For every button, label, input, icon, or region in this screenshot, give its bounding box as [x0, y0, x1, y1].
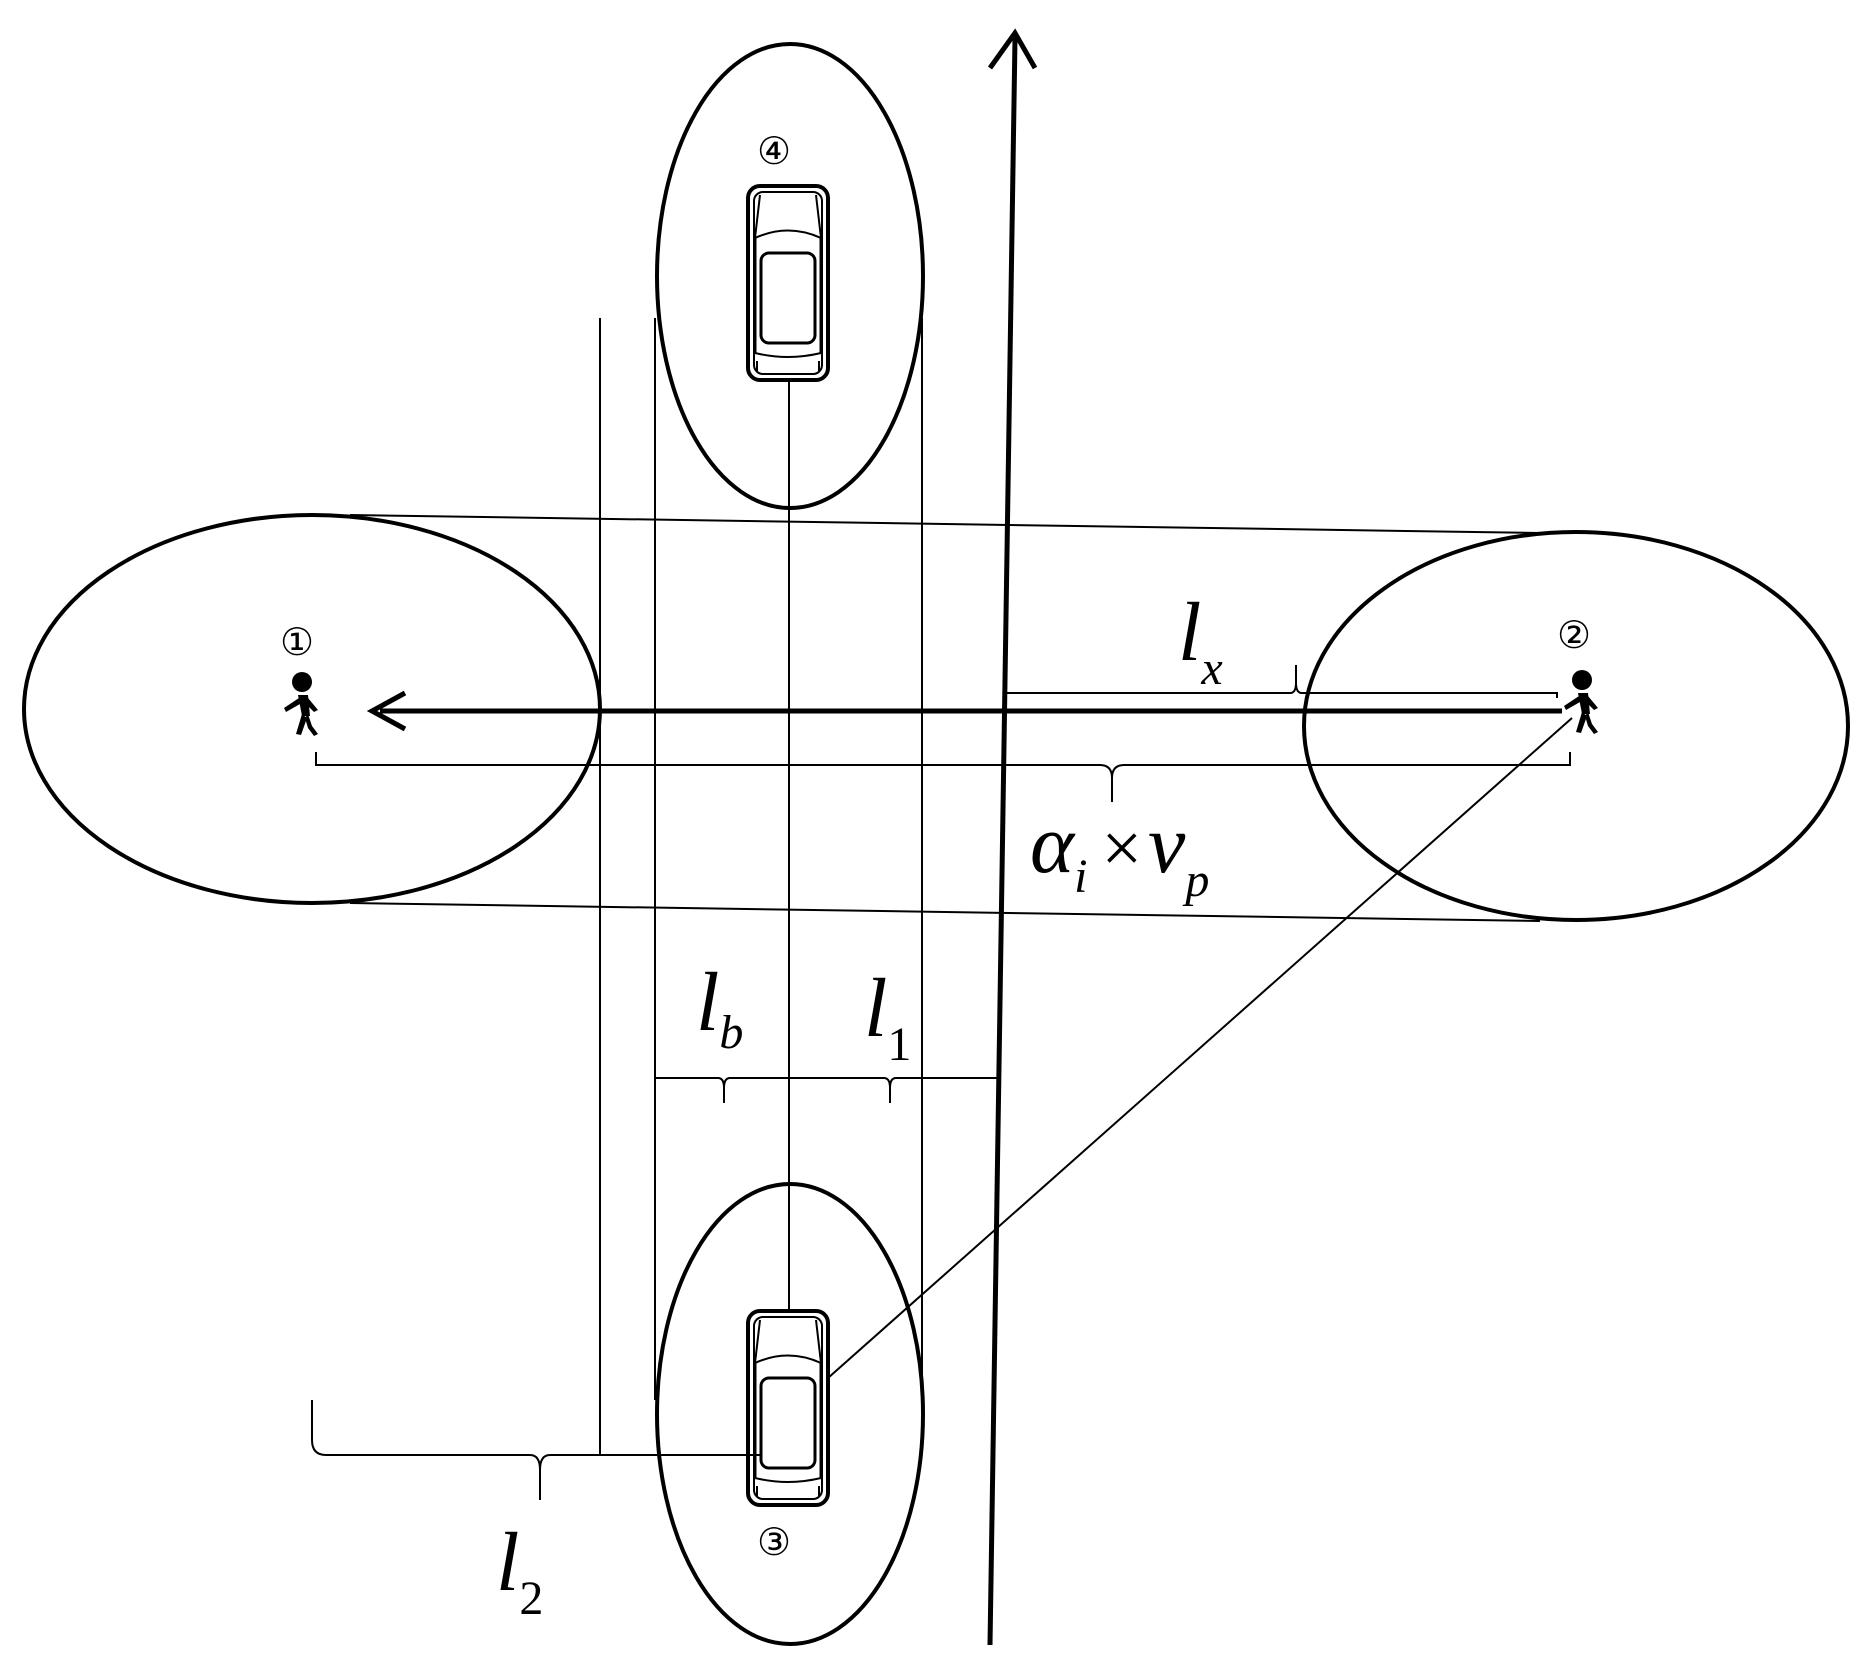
pedestrian-vehicle-diagonal-line	[827, 717, 1573, 1379]
bottom-tangent-line	[349, 902, 1541, 922]
label-lx: lx	[1178, 586, 1223, 695]
marker-2: ②	[1557, 613, 1591, 657]
label-l2: l2	[496, 1516, 543, 1625]
label-l1: l1	[864, 962, 911, 1071]
vehicle-4-car-icon	[746, 184, 830, 382]
label-lb: lb	[696, 956, 743, 1059]
pedestrian-1-icon	[284, 672, 318, 736]
l1-brace	[789, 1077, 998, 1103]
lb-brace	[654, 1050, 789, 1103]
pedestrian-direction-arrow	[366, 690, 1562, 732]
marker-1: ①	[280, 620, 314, 664]
pedestrian-2-zone-ellipse	[1302, 530, 1850, 922]
label-alpha-vp: αi×vp	[1030, 798, 1209, 907]
lx-brace	[1005, 665, 1558, 698]
pedestrian-2-icon	[1564, 670, 1598, 734]
alpha-vp-brace	[315, 752, 1571, 802]
l2-brace	[311, 1400, 760, 1500]
top-tangent-line	[349, 514, 1541, 534]
marker-4: ④	[757, 129, 791, 173]
vertical-axis-arrow	[987, 28, 1038, 1646]
vehicle-3-car-icon	[746, 1309, 830, 1507]
marker-3: ③	[757, 1520, 791, 1564]
